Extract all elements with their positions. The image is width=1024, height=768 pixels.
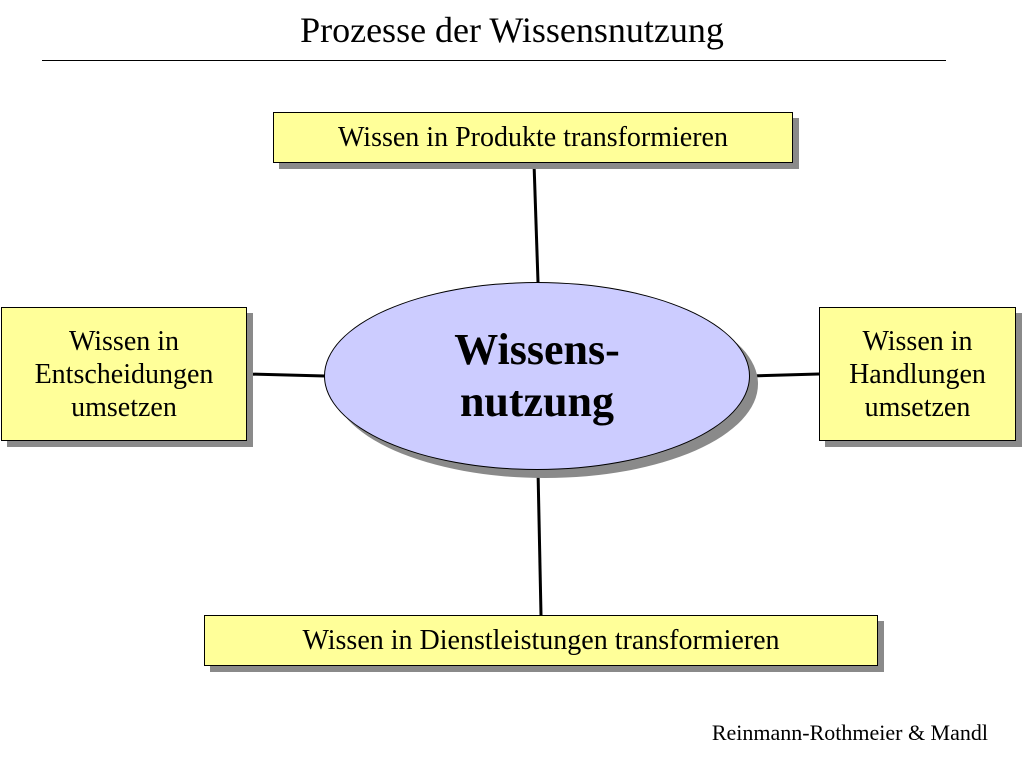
center-node-label: Wissens- nutzung (324, 282, 750, 470)
node-services: Wissen in Dienstleistungen transformiere… (204, 615, 878, 666)
connector-right (748, 372, 820, 378)
slide-title: Prozesse der Wissensnutzung (300, 10, 724, 50)
author-credit: Reinmann-Rothmeier & Mandl (711, 720, 988, 745)
connector-top (532, 162, 540, 283)
connector-bottom (536, 469, 543, 616)
center-node: Wissens- nutzung (324, 282, 758, 478)
node-actions: Wissen in Handlungen umsetzen (819, 307, 1016, 441)
node-products: Wissen in Produkte transformieren (273, 112, 793, 163)
connector-left (246, 372, 326, 378)
title-divider (42, 60, 946, 61)
node-decisions: Wissen in Entscheidungen umsetzen (1, 307, 247, 441)
